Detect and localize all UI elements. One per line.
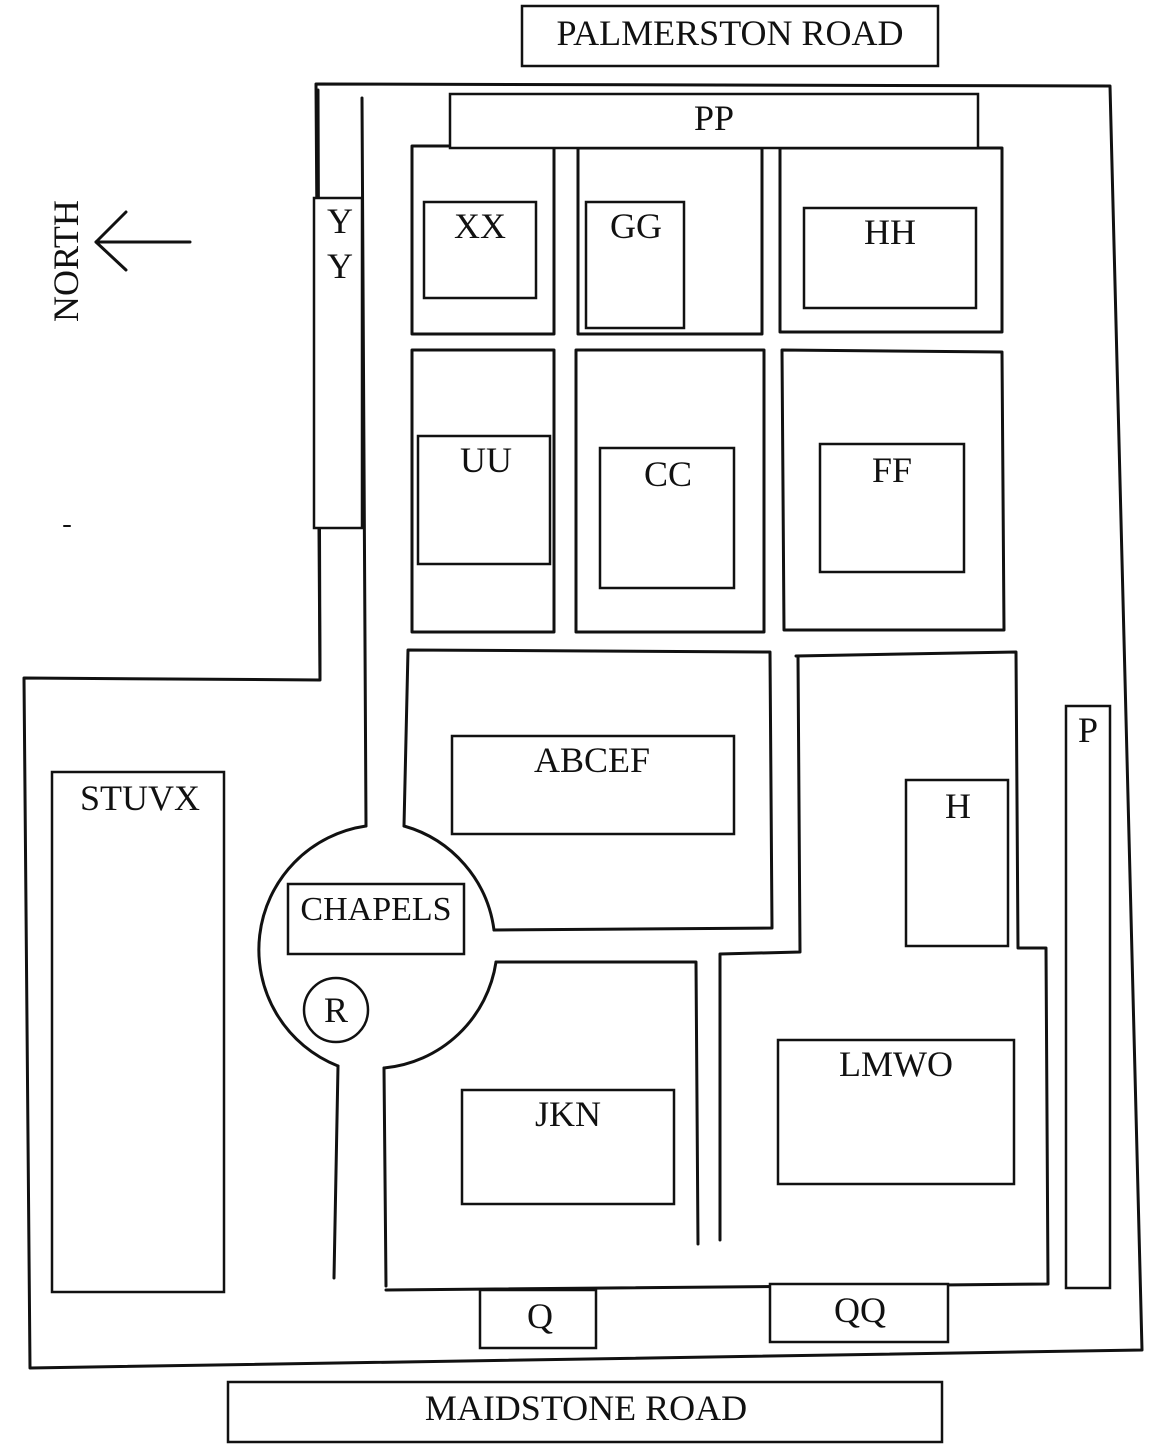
plot-block-uu	[410, 348, 556, 634]
section-qq-box	[768, 1282, 950, 1344]
road-sign-palmerston	[520, 4, 940, 68]
section-pp-label: PP	[694, 98, 734, 138]
plot-block-h-west	[718, 654, 802, 1242]
section-cc-box	[598, 446, 736, 590]
road-name-palmerston: PALMERSTON ROAD	[556, 13, 903, 53]
section-gg-box	[584, 200, 686, 330]
plot-block-abcef	[402, 648, 774, 932]
section-q-box	[478, 1288, 598, 1350]
section-lmwo-box	[776, 1038, 1016, 1186]
section-yy-label-bottom: Y	[327, 246, 353, 286]
chapels-label: CHAPELS	[300, 891, 451, 928]
section-h-box	[904, 778, 1010, 948]
section-h-label: H	[945, 786, 971, 826]
section-stuvx-box	[50, 770, 226, 1294]
section-yy-box	[312, 196, 364, 530]
section-xx-label: XX	[454, 206, 506, 246]
section-hh-label: HH	[864, 212, 916, 252]
section-q-label: Q	[527, 1296, 553, 1336]
section-r-label: R	[324, 990, 348, 1030]
section-hh-box	[802, 206, 978, 310]
plot-block-ff	[780, 348, 1006, 632]
section-xx-box	[422, 200, 538, 300]
section-stuvx-label: STUVX	[80, 778, 200, 818]
section-gg-label: GG	[610, 206, 662, 246]
chapels-roundabout	[257, 824, 498, 1070]
compass-label: NORTH	[46, 200, 86, 322]
section-abcef-label: ABCEF	[534, 740, 650, 780]
section-abcef-box	[450, 734, 736, 836]
plot-block-cc	[574, 348, 766, 634]
compass-arrow-icon	[94, 210, 192, 272]
section-lmwo-label: LMWO	[839, 1044, 953, 1084]
section-pp-box	[448, 92, 980, 150]
chapels-box	[286, 882, 466, 956]
road-name-maidstone: MAIDSTONE ROAD	[425, 1388, 747, 1428]
road-sign-maidstone	[226, 1380, 944, 1444]
south-path-west	[332, 1064, 340, 1280]
section-r-circle	[302, 976, 370, 1044]
section-ff-box	[818, 442, 966, 574]
section-uu-label: UU	[460, 440, 512, 480]
plot-block-jkn	[494, 960, 700, 1246]
section-p-label: P	[1078, 710, 1098, 750]
section-jkn-box	[460, 1088, 676, 1206]
section-jkn-label: JKN	[535, 1094, 601, 1134]
section-cc-label: CC	[644, 454, 692, 494]
section-p-box	[1064, 704, 1112, 1290]
south-path-east	[382, 1066, 388, 1288]
section-ff-label: FF	[872, 450, 912, 490]
section-qq-label: QQ	[834, 1290, 886, 1330]
section-yy-label-top: Y	[327, 201, 353, 241]
cemetery-boundary	[22, 82, 1144, 1370]
section-uu-box	[416, 434, 552, 566]
